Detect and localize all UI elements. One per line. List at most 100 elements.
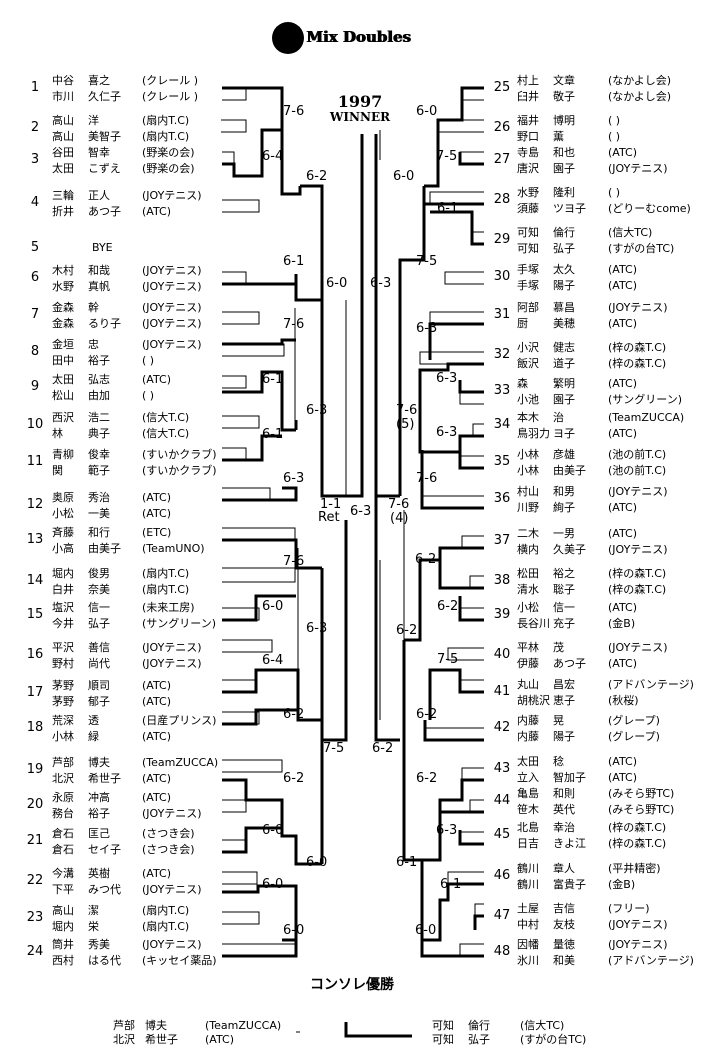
player-club: (どりーむcome) bbox=[608, 202, 691, 215]
player-surname: 奥原 bbox=[52, 491, 74, 504]
player-row: 今溝英樹(ATC) bbox=[0, 866, 717, 881]
player-row: 平林茂(JOYテニス) bbox=[0, 640, 717, 655]
player-surname: 荒深 bbox=[52, 714, 74, 727]
player-given-name: 富貴子 bbox=[553, 878, 586, 891]
player-surname: 可知 bbox=[432, 1019, 454, 1032]
match-score: 6-3 bbox=[350, 504, 372, 519]
player-club: (JOYテニス) bbox=[142, 807, 202, 820]
seed-number: 10 bbox=[26, 417, 44, 432]
seed-number: 38 bbox=[493, 573, 511, 588]
seed-number: 44 bbox=[493, 793, 511, 808]
match-score: 6-2 bbox=[416, 771, 438, 786]
player-club: (JOYテニス) bbox=[608, 641, 668, 654]
player-club: (フリー) bbox=[608, 902, 650, 915]
player-given-name: 典子 bbox=[88, 427, 110, 440]
seed-number: 30 bbox=[493, 269, 511, 284]
player-surname: 谷田 bbox=[52, 146, 74, 159]
player-given-name: あつ子 bbox=[88, 205, 121, 218]
seed-number: 32 bbox=[493, 347, 511, 362]
player-club: (JOYテニス) bbox=[142, 883, 202, 896]
player-given-name: 弘子 bbox=[553, 242, 575, 255]
player-given-name: 和男 bbox=[553, 485, 575, 498]
player-row: 今井弘子(サングリーン) bbox=[0, 616, 717, 631]
player-row: 高山洋(扇内T.C) bbox=[0, 113, 717, 128]
player-surname: 本木 bbox=[517, 411, 539, 424]
player-row: 笹木英代(みそら野TC) bbox=[0, 802, 717, 817]
player-row: 野口薫( ) bbox=[0, 129, 717, 144]
player-given-name: 範子 bbox=[88, 464, 110, 477]
player-row: 務台裕子(JOYテニス) bbox=[0, 806, 717, 821]
seed-number: 27 bbox=[493, 152, 511, 167]
player-row: 小松一美(ATC) bbox=[0, 506, 717, 521]
player-row: 倉石匡己(さつき会) bbox=[0, 826, 717, 841]
player-row: 金森幹(JOYテニス) bbox=[0, 300, 717, 315]
match-score: 6-2 bbox=[283, 771, 305, 786]
player-row: 折井あつ子(ATC) bbox=[0, 204, 717, 219]
player-row: 谷田智幸(野楽の会) bbox=[0, 145, 717, 160]
player-club: (扇内T.C) bbox=[142, 920, 190, 933]
player-surname: 福井 bbox=[517, 114, 539, 127]
player-given-name: 博明 bbox=[553, 114, 575, 127]
player-row: 倉石セイ子(さつき会) bbox=[0, 842, 717, 857]
player-surname: 鳥羽力 bbox=[517, 427, 550, 440]
player-given-name: セイ子 bbox=[88, 843, 121, 856]
player-club: (ATC) bbox=[142, 695, 172, 708]
player-surname: 日吉 bbox=[517, 837, 539, 850]
player-given-name: 和也 bbox=[553, 146, 575, 159]
player-row: 寺島和也(ATC) bbox=[0, 145, 717, 160]
player-surname: 青柳 bbox=[52, 448, 74, 461]
player-given-name: 匡己 bbox=[88, 827, 110, 840]
player-surname: 小林 bbox=[517, 448, 539, 461]
player-club: (グレープ) bbox=[608, 714, 660, 727]
player-row: 北沢希世子(ATC) bbox=[0, 771, 717, 786]
player-surname: 今溝 bbox=[52, 867, 74, 880]
player-club: (ATC) bbox=[142, 205, 172, 218]
player-row: 太田稔(ATC) bbox=[0, 754, 717, 769]
player-club: (梓の森T.C) bbox=[608, 821, 667, 834]
player-row: 堀内俊男(扇内T.C) bbox=[0, 566, 717, 581]
player-club: ( ) bbox=[608, 186, 621, 199]
player-surname: 西沢 bbox=[52, 411, 74, 424]
player-club: (JOYテニス) bbox=[142, 317, 202, 330]
player-row: 内藤陽子(グレープ) bbox=[0, 729, 717, 744]
player-row: 木村和哉(JOYテニス) bbox=[0, 263, 717, 278]
player-row: 荒深透(日産プリンス) bbox=[0, 713, 717, 728]
player-surname: 斉藤 bbox=[52, 526, 74, 539]
player-surname: 中谷 bbox=[52, 74, 74, 87]
player-surname: 金垣 bbox=[52, 338, 74, 351]
player-given-name: 隆利 bbox=[553, 186, 575, 199]
match-score: 7-5 bbox=[416, 254, 438, 269]
player-club: (ETC) bbox=[142, 526, 172, 539]
player-surname: 西村 bbox=[52, 954, 74, 967]
player-club: (金B) bbox=[608, 878, 636, 891]
player-given-name: 洋 bbox=[88, 114, 99, 127]
player-given-name: 倫行 bbox=[553, 226, 575, 239]
player-given-name: 晃 bbox=[553, 714, 564, 727]
player-club: (さつき会) bbox=[142, 827, 195, 840]
player-row: 清水聡子(梓の森T.C) bbox=[0, 582, 717, 597]
match-score: 6-0 bbox=[283, 923, 305, 938]
player-row: 松山由加( ) bbox=[0, 388, 717, 403]
player-club: (なかよし会) bbox=[608, 74, 672, 87]
player-club: (グレープ) bbox=[608, 730, 660, 743]
player-given-name: 信一 bbox=[553, 601, 575, 614]
player-club: (池の前T.C) bbox=[608, 464, 667, 477]
player-row: 因幡量徳(JOYテニス) bbox=[0, 937, 717, 952]
player-club: (信大TC) bbox=[520, 1019, 565, 1032]
player-club: (JOYテニス) bbox=[608, 162, 668, 175]
player-given-name: 章人 bbox=[553, 862, 575, 875]
player-given-name: はる代 bbox=[88, 954, 121, 967]
player-surname: 筒井 bbox=[52, 938, 74, 951]
seed-number: 11 bbox=[26, 454, 44, 469]
player-surname: 金森 bbox=[52, 317, 74, 330]
player-surname: 松山 bbox=[52, 389, 74, 402]
player-given-name: みつ代 bbox=[88, 883, 121, 896]
player-row: 筒井秀美(JOYテニス) bbox=[0, 937, 717, 952]
player-surname: 田中 bbox=[52, 354, 74, 367]
player-row: 茅野順司(ATC) bbox=[0, 678, 717, 693]
player-given-name: 薫 bbox=[553, 130, 564, 143]
player-club: (池の前T.C) bbox=[608, 448, 667, 461]
player-given-name: 郁子 bbox=[88, 695, 110, 708]
player-row: 市川久仁子(クレール ) bbox=[0, 89, 717, 104]
seed-number: 22 bbox=[26, 873, 44, 888]
